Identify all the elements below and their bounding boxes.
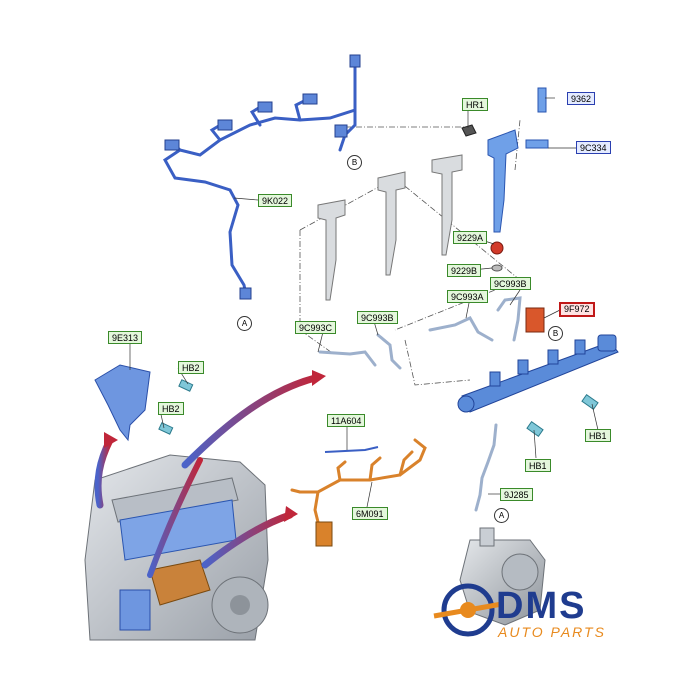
injector-pipes	[318, 296, 522, 512]
part-label-hb1-lower: HB1	[525, 459, 551, 472]
fuel-rail	[457, 334, 619, 413]
part-label-9e313: 9E313	[108, 331, 143, 344]
harness-plug	[315, 521, 333, 547]
callout-a-bottom: A	[494, 508, 509, 523]
logo-wordmark: DMS	[496, 585, 587, 627]
part-label-9c334: 9C334	[576, 141, 611, 154]
clamp-hr1	[461, 124, 477, 137]
logo-tagline: AUTO PARTS	[498, 624, 606, 640]
part-label-9362: 9362	[567, 92, 596, 105]
part-label-9229b: 9229B	[447, 264, 482, 277]
connector-11a604	[324, 446, 379, 453]
injector-blue	[487, 87, 549, 233]
engine-block	[84, 454, 269, 641]
bracket-9e313	[94, 364, 151, 442]
pointer-arrows	[94, 374, 319, 578]
washer-9229b	[491, 264, 503, 272]
pressure-sensor-9f972	[525, 307, 545, 333]
washer-9229a	[490, 241, 504, 255]
part-label-11a604: 11A604	[327, 414, 366, 427]
part-label-hr1: HR1	[462, 98, 489, 111]
company-logo: DMS AUTO PARTS	[432, 586, 672, 642]
part-label-9c993b-left: 9C993B	[357, 311, 398, 324]
part-label-9229a: 9229A	[453, 231, 488, 244]
part-label-9f972-highlighted: 9F972	[559, 302, 595, 317]
part-label-9c993a: 9C993A	[447, 290, 488, 303]
part-label-9k022: 9K022	[258, 194, 293, 207]
part-label-hb1-right: HB1	[585, 429, 611, 442]
part-label-9c993c: 9C993C	[295, 321, 337, 334]
logo-gear-icon	[433, 583, 503, 637]
callout-b-top: B	[347, 155, 362, 170]
part-label-hb2-top: HB2	[178, 361, 204, 374]
arrow-heads	[104, 370, 326, 522]
wiring-harness-orange	[290, 438, 427, 544]
injectors-gray	[317, 154, 463, 301]
part-label-hb2-bottom: HB2	[158, 402, 184, 415]
callout-b-right: B	[548, 326, 563, 341]
part-label-9c993b-right: 9C993B	[490, 277, 531, 290]
bolts	[158, 379, 599, 437]
part-label-9j285: 9J285	[500, 488, 533, 501]
harness-connectors	[164, 54, 361, 300]
callout-a-top: A	[237, 316, 252, 331]
part-label-6m091: 6M091	[352, 507, 388, 520]
